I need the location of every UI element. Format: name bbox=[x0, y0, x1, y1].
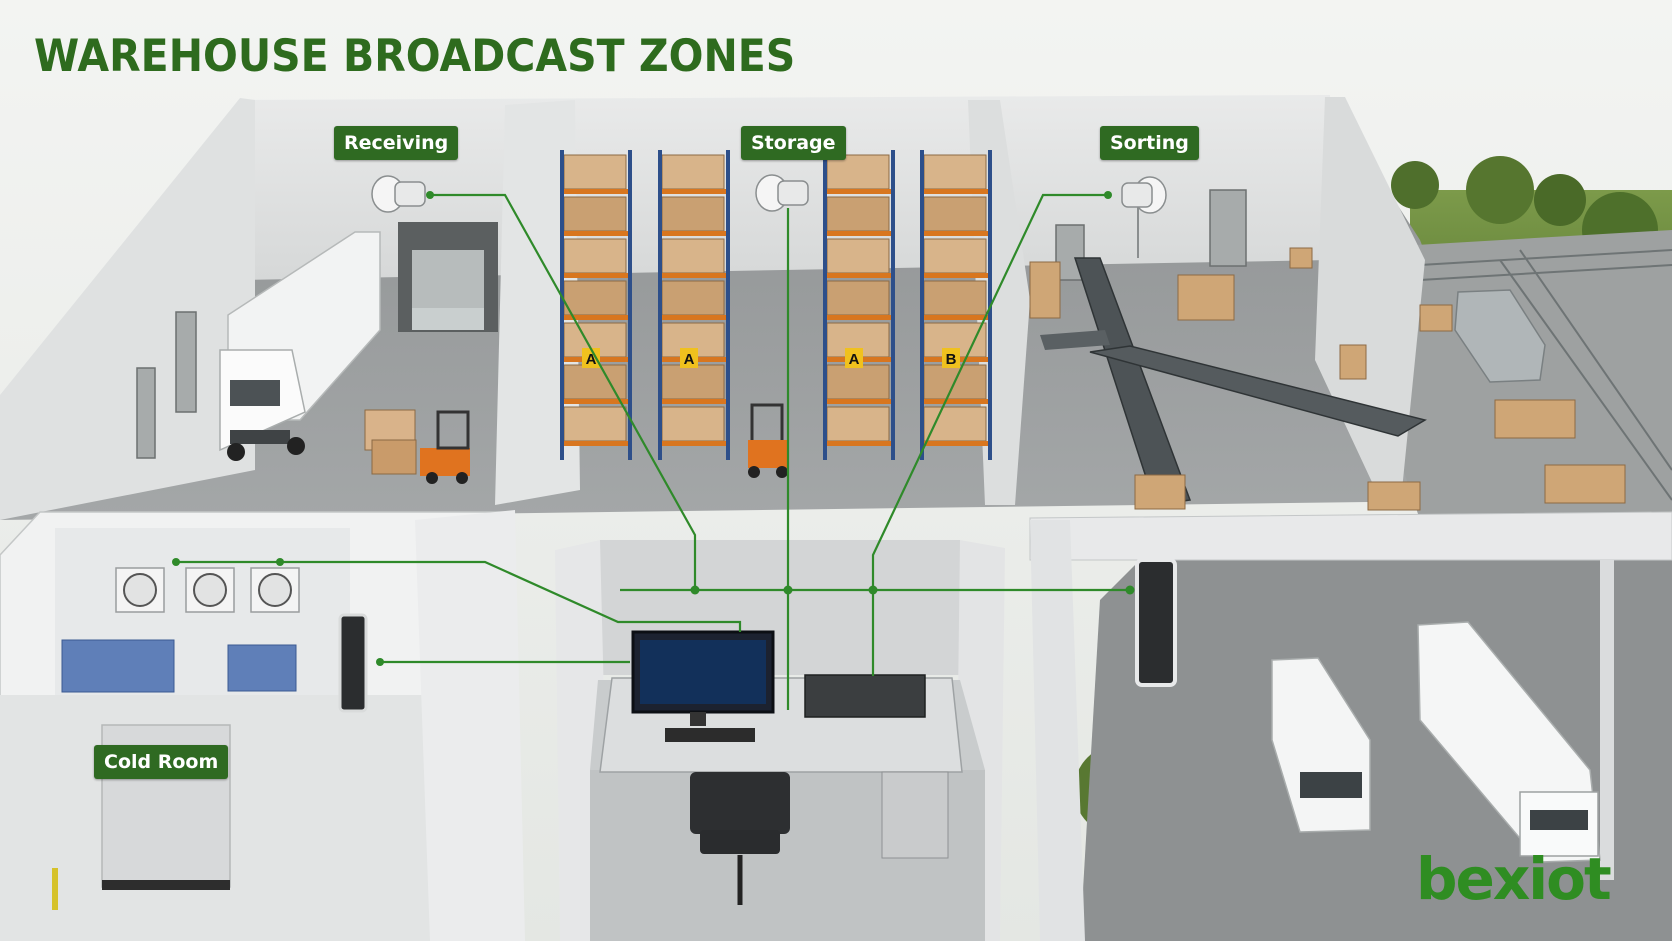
cooling-fan bbox=[185, 567, 235, 613]
forklift-receiving bbox=[364, 409, 470, 484]
column-speaker-yard bbox=[1135, 558, 1177, 687]
column-speaker-cold-room bbox=[338, 613, 368, 713]
cooling-fan bbox=[115, 567, 165, 613]
side-doors bbox=[136, 189, 1247, 459]
zone-label-storage: Storage bbox=[741, 126, 846, 160]
wire-junctions bbox=[172, 191, 1135, 666]
partition-wall-1 bbox=[495, 100, 580, 505]
sorting-conveyors bbox=[1040, 257, 1427, 506]
rack-label: A bbox=[849, 351, 860, 368]
dock-door bbox=[398, 222, 498, 332]
horn-speaker-sorting bbox=[1121, 176, 1167, 258]
storage-rack bbox=[920, 150, 992, 460]
left-wall bbox=[0, 98, 255, 520]
cold-room-shelves bbox=[61, 639, 297, 693]
rack-label-plate bbox=[845, 348, 863, 368]
zone-label-cold-room: Cold Room bbox=[94, 745, 229, 779]
storage-rack bbox=[658, 150, 730, 460]
connection-wires bbox=[175, 193, 1130, 710]
rack-label: B bbox=[946, 351, 957, 368]
outdoor-canopy bbox=[1029, 511, 1672, 941]
rack-label-plate bbox=[582, 348, 600, 368]
horn-speaker-storage bbox=[755, 174, 809, 212]
storage-rack bbox=[823, 150, 895, 460]
brand-logo: bexiot bbox=[1416, 850, 1612, 908]
cooling-fan bbox=[250, 567, 300, 613]
brand-logo-text: bexiot bbox=[1416, 845, 1612, 913]
zone-label-receiving: Receiving bbox=[334, 126, 459, 160]
rack-label-plate bbox=[942, 348, 960, 368]
rack-label: A bbox=[684, 351, 695, 368]
horn-speaker-receiving bbox=[371, 175, 426, 213]
forklift-storage bbox=[748, 403, 788, 478]
rack-label-plate bbox=[680, 348, 698, 368]
rack-label: A bbox=[586, 351, 597, 368]
storage-rack bbox=[560, 150, 632, 460]
zone-label-sorting: Sorting bbox=[1100, 126, 1199, 160]
shipping-container bbox=[1454, 289, 1546, 383]
receiving-truck bbox=[219, 231, 381, 461]
fence bbox=[1419, 249, 1672, 501]
control-room bbox=[555, 540, 1005, 941]
page-title: WAREHOUSE BROADCAST ZONES bbox=[34, 30, 796, 82]
cooling-units bbox=[115, 567, 300, 613]
yard-truck bbox=[1417, 621, 1601, 863]
delivery-van bbox=[1271, 657, 1371, 833]
sorting-boxes bbox=[1029, 247, 1626, 511]
